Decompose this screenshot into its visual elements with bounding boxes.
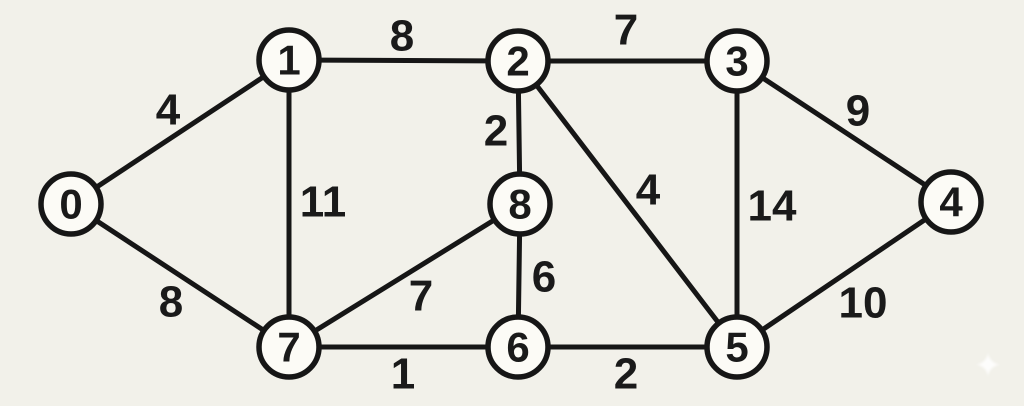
node-0 — [38, 171, 104, 237]
node-4 — [918, 169, 984, 235]
edge-weight-1-7: 11 — [300, 178, 347, 227]
sparkle-watermark-icon: ✦ — [973, 347, 1003, 385]
edge-weight-2-8: 2 — [484, 107, 508, 156]
edge-weight-4-5: 10 — [839, 279, 888, 328]
node-label-5: 5 — [725, 324, 748, 371]
edge-weight-0-1: 4 — [156, 86, 181, 135]
node-label-0: 0 — [59, 181, 82, 228]
node-1 — [256, 27, 322, 93]
node-5 — [704, 314, 770, 380]
node-label-6: 6 — [506, 324, 529, 371]
node-7 — [256, 314, 322, 380]
edge-weight-0-7: 8 — [159, 278, 183, 327]
node-label-3: 3 — [725, 38, 748, 85]
node-label-4: 4 — [939, 179, 963, 226]
edge-7-8 — [286, 201, 523, 350]
edge-weight-7-8: 7 — [409, 272, 433, 321]
edge-3-4 — [734, 58, 954, 205]
edge-weight-5-6: 2 — [614, 350, 638, 399]
node-8 — [487, 171, 553, 237]
node-6 — [485, 314, 551, 380]
edge-weight-3-5: 14 — [748, 182, 797, 231]
edge-weight-6-7: 1 — [391, 350, 415, 399]
node-2 — [485, 28, 551, 94]
edge-weight-1-2: 8 — [390, 12, 414, 61]
edge-weight-6-8: 6 — [532, 253, 556, 302]
edge-weight-2-5: 4 — [636, 166, 661, 215]
node-label-7: 7 — [277, 324, 300, 371]
edge-0-1 — [68, 57, 292, 207]
edge-weight-3-4: 9 — [846, 87, 870, 136]
edge-0-7 — [68, 201, 292, 350]
edge-4-5 — [734, 199, 954, 350]
node-label-1: 1 — [277, 37, 300, 84]
edge-1-2 — [286, 57, 521, 64]
edge-weight-2-3: 7 — [614, 6, 638, 55]
node-3 — [704, 28, 770, 94]
node-label-8: 8 — [508, 181, 531, 228]
edge-2-5 — [515, 58, 740, 350]
node-label-2: 2 — [506, 38, 529, 85]
